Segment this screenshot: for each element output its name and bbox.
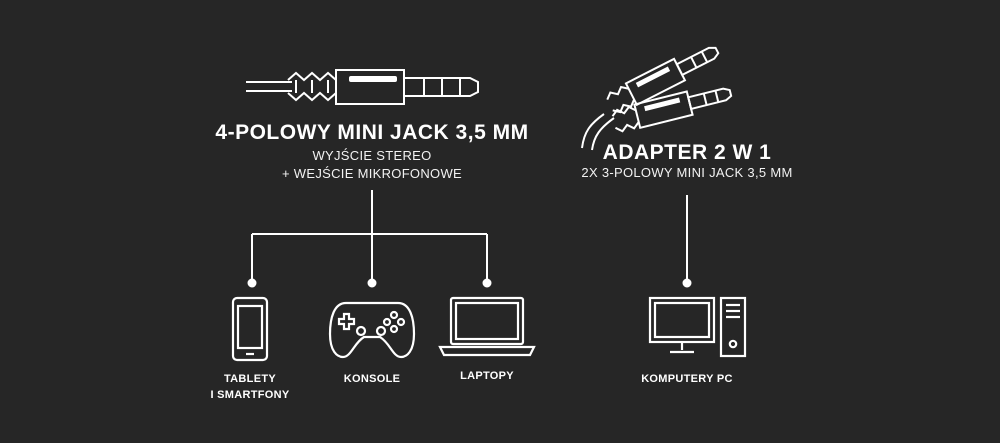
smartphone-icon [231, 296, 269, 362]
desktop-pc-icon [648, 296, 747, 358]
gamepad-icon [328, 301, 416, 359]
device-label-smartphones: TABLETY I SMARTFONY [190, 371, 310, 403]
device-label-line1: LAPTOPY [460, 370, 514, 382]
device-label-line1: KOMPUTERY PC [641, 373, 733, 385]
device-label-consoles: KONSOLE [312, 371, 432, 387]
laptop-icon [438, 296, 536, 357]
device-label-desktop-pc: KOMPUTERY PC [627, 371, 747, 387]
device-label-line1: KONSOLE [343, 373, 401, 385]
right-section-subtitle: 2X 3-POLOWY MINI JACK 3,5 MM [581, 165, 793, 180]
device-label-line2: I SMARTFONY [210, 389, 290, 401]
right-connector-line [682, 195, 692, 288]
four-pole-jack-icon [246, 69, 479, 105]
left-connector-tree [247, 190, 492, 288]
adapter-2in1-icon [581, 46, 733, 151]
device-label-laptops: LAPTOPY [427, 368, 547, 384]
right-section-title: ADAPTER 2 W 1 [602, 141, 772, 164]
left-section-subtitle-line2: + WEJŚCIE MIKROFONOWE [281, 166, 462, 181]
left-section-title: 4-POLOWY MINI JACK 3,5 MM [215, 121, 529, 144]
device-label-line1: TABLETY [223, 373, 276, 385]
left-section-subtitle-line1: WYJŚCIE STEREO [312, 148, 432, 163]
